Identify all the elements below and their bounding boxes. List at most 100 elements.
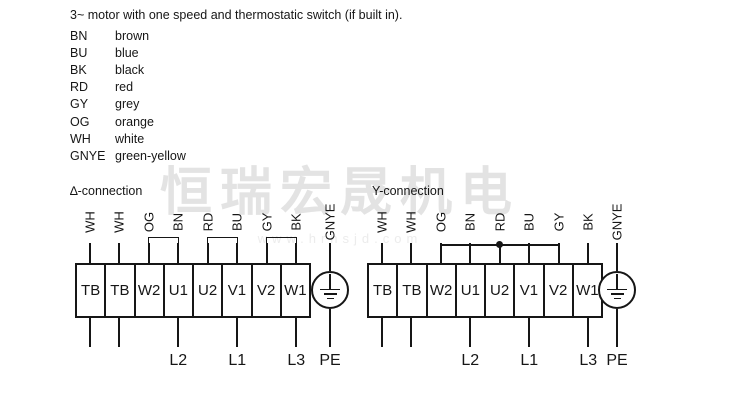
pe-wire-line bbox=[329, 243, 331, 271]
wire-line bbox=[557, 243, 560, 263]
wire-label-wh: WH bbox=[111, 211, 127, 233]
legend-row: BK black bbox=[70, 61, 186, 78]
wire-label-og: OG bbox=[141, 211, 157, 233]
legend-row: RD red bbox=[70, 79, 186, 96]
supply-line bbox=[528, 318, 531, 347]
pe-down-line bbox=[616, 309, 618, 347]
wire-label-bk: BK bbox=[288, 213, 304, 231]
legend-code: WH bbox=[70, 131, 91, 146]
pe-wire-line bbox=[616, 243, 618, 271]
supply-label-l2: L2 bbox=[169, 352, 188, 369]
pe-label: PE bbox=[606, 352, 628, 369]
legend-color-name: white bbox=[115, 131, 145, 146]
earth-bar-long bbox=[607, 288, 627, 291]
terminal-v1: V1 bbox=[221, 265, 250, 316]
terminal-u2: U2 bbox=[484, 265, 513, 316]
wire-label-bu: BU bbox=[521, 212, 537, 232]
wire-label-gy: GY bbox=[551, 212, 567, 232]
terminal-w1: W1 bbox=[279, 265, 309, 316]
wire-label-wh: WH bbox=[374, 211, 390, 233]
legend-row: GNYE green-yellow bbox=[70, 147, 186, 164]
legend-row: BU blue bbox=[70, 44, 186, 61]
supply-label-l3: L3 bbox=[579, 352, 598, 369]
legend-code: GNYE bbox=[70, 148, 106, 163]
tb-line bbox=[118, 318, 121, 347]
supply-line bbox=[295, 318, 298, 347]
terminal-u1: U1 bbox=[162, 265, 192, 316]
supply-line bbox=[177, 318, 180, 347]
legend-code: BK bbox=[70, 62, 87, 77]
wire-label-rd: RD bbox=[200, 212, 216, 232]
earth-bar-short bbox=[326, 297, 334, 300]
delta-section-label: ∆-connection bbox=[70, 184, 143, 198]
terminal-tb: TB bbox=[396, 265, 425, 316]
wire-label-wh: WH bbox=[403, 211, 419, 233]
legend-color-name: grey bbox=[115, 97, 140, 112]
wire-line bbox=[587, 243, 590, 263]
terminal-tb: TB bbox=[373, 282, 393, 299]
wire-line bbox=[118, 243, 121, 263]
earth-bar-long bbox=[320, 288, 340, 291]
wire-label-bk: BK bbox=[580, 213, 596, 231]
wire-label-rd: RD bbox=[492, 212, 508, 232]
wire-line bbox=[528, 243, 531, 263]
terminal-v1: V1 bbox=[513, 265, 542, 316]
junction-dot bbox=[496, 241, 504, 249]
supply-line bbox=[469, 318, 472, 347]
wire-label-og: OG bbox=[433, 211, 449, 233]
legend-color-name: black bbox=[115, 62, 145, 77]
wire-label-bn: BN bbox=[170, 212, 186, 232]
legend-code: BU bbox=[70, 45, 88, 60]
tb-line bbox=[88, 318, 91, 347]
legend-color-name: orange bbox=[115, 114, 154, 129]
pe-wire-label: GNYE bbox=[322, 203, 338, 241]
legend-code: RD bbox=[70, 80, 89, 95]
wire-label-bn: BN bbox=[462, 212, 478, 232]
legend-code: OG bbox=[70, 114, 90, 129]
supply-line bbox=[587, 318, 590, 347]
terminal-w1: W1 bbox=[571, 265, 601, 316]
earth-bar-mid bbox=[610, 293, 624, 295]
wire-line bbox=[410, 243, 413, 263]
earth-stem bbox=[329, 274, 331, 289]
terminal-v2: V2 bbox=[250, 265, 280, 316]
earth-bar-short bbox=[613, 297, 621, 300]
legend-color-name: green-yellow bbox=[115, 148, 186, 163]
supply-line bbox=[236, 318, 239, 347]
terminal-tb: TB bbox=[104, 265, 133, 316]
supply-label-l3: L3 bbox=[287, 352, 306, 369]
wire-label-wh: WH bbox=[82, 211, 98, 233]
supply-label-l1: L1 bbox=[228, 352, 247, 369]
wire-line bbox=[439, 243, 442, 263]
terminal-tb: TB bbox=[81, 282, 101, 299]
wire-label-bu: BU bbox=[229, 212, 245, 232]
legend-color-name: blue bbox=[115, 45, 139, 60]
legend-code: GY bbox=[70, 97, 89, 112]
wire-line bbox=[380, 243, 383, 263]
pe-wire-label: GNYE bbox=[609, 203, 625, 241]
legend-row: GY grey bbox=[70, 96, 186, 113]
terminal-w2: W2 bbox=[133, 265, 163, 316]
legend-color-name: red bbox=[115, 80, 134, 95]
supply-label-l2: L2 bbox=[461, 352, 480, 369]
wire-line bbox=[498, 243, 501, 263]
pe-label: PE bbox=[319, 352, 341, 369]
tb-line bbox=[410, 318, 413, 347]
bridge-link bbox=[206, 237, 239, 263]
earth-bar-mid bbox=[323, 293, 337, 295]
terminal-w2: W2 bbox=[425, 265, 455, 316]
bridge-link bbox=[147, 237, 180, 263]
legend-row: WH white bbox=[70, 130, 186, 147]
page-title: 3~ motor with one speed and thermostatic… bbox=[70, 8, 403, 22]
wire-line bbox=[88, 243, 91, 263]
wire-label-gy: GY bbox=[259, 212, 275, 232]
supply-label-l1: L1 bbox=[520, 352, 539, 369]
wye-section-label: Y-connection bbox=[372, 184, 444, 198]
earth-stem bbox=[616, 274, 618, 289]
wire-line bbox=[469, 243, 472, 263]
